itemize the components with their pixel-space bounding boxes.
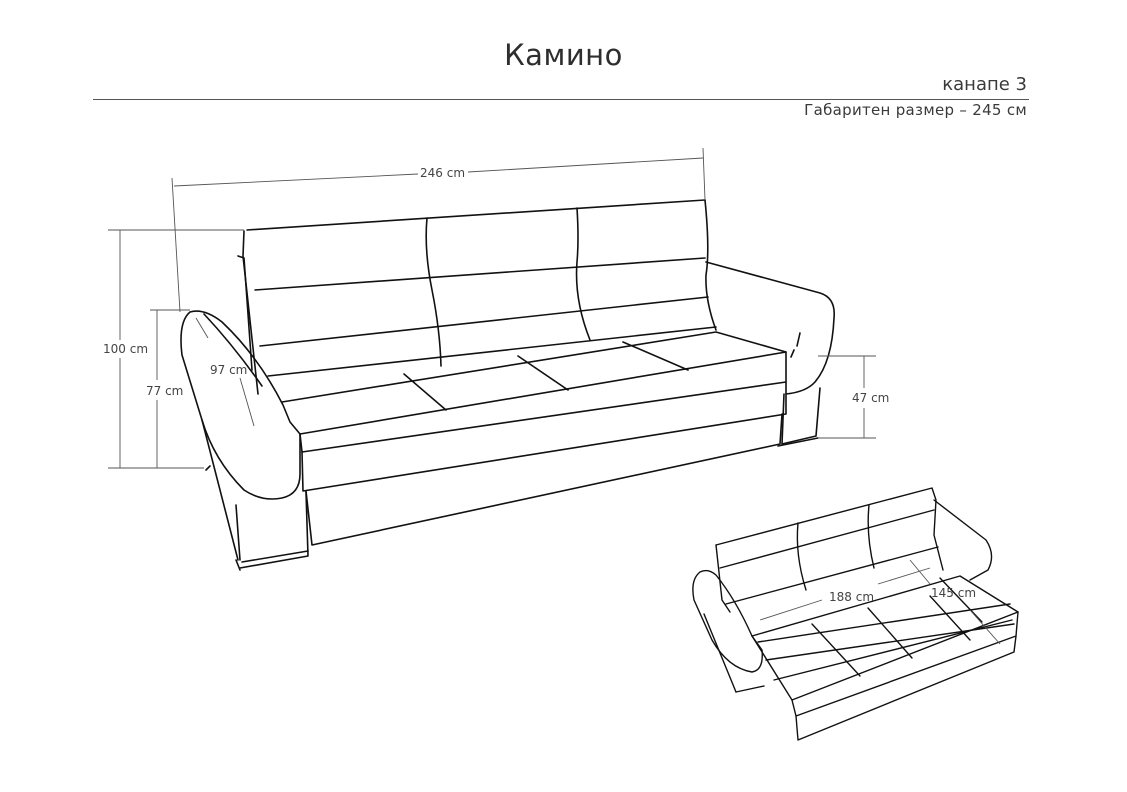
sofa-main-view [180, 199, 836, 571]
dim-width-label: 246 cm [420, 166, 465, 180]
dim-depth-label: 97 cm [210, 363, 247, 377]
page-title: Камино [504, 38, 623, 72]
header-divider [93, 99, 1029, 100]
overall-size-label: Габаритен размер – 245 см [804, 101, 1027, 119]
dim-seat-height-label: 47 cm [852, 391, 889, 405]
dim-bed-length-label: 188 cm [829, 590, 874, 604]
sofa-bed-view [692, 487, 1019, 741]
dim-armrest-height-label: 77 cm [146, 384, 183, 398]
dim-bed-width-label: 145 cm [931, 586, 976, 600]
dimension-annotations: 246 cm 100 cm 77 cm 97 cm 47 cm 188 cm 1… [103, 147, 1001, 645]
dim-height-label: 100 cm [103, 342, 148, 356]
model-subtitle: канапе 3 [942, 74, 1027, 95]
